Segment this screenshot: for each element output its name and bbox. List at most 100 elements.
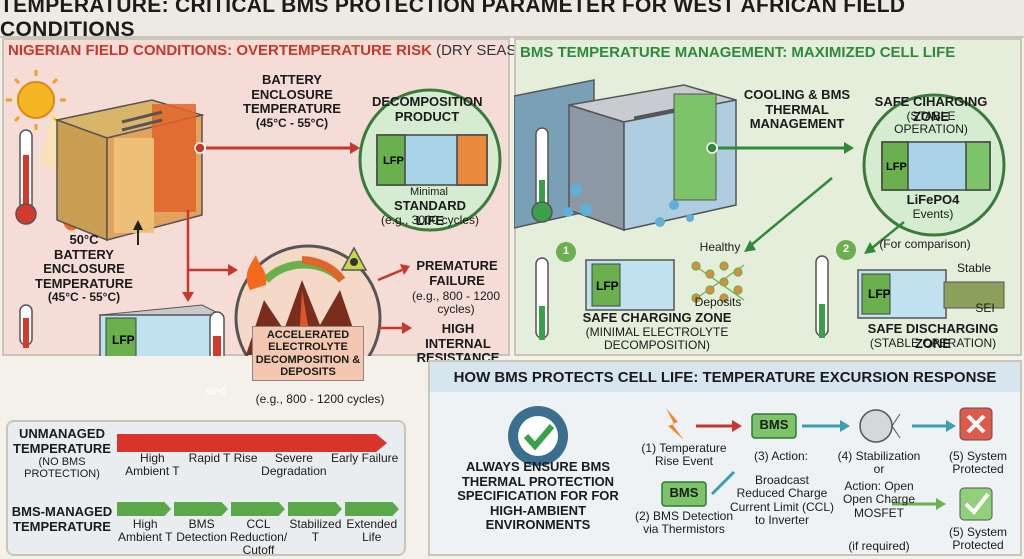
- managed-arrow: [174, 502, 228, 516]
- step4-label: (4) Stabilization or: [837, 449, 921, 477]
- enclosure-temp-text: BATTERY ENCLOSURE TEMPERATURE: [243, 72, 341, 117]
- left-panel-heading: NIGERIAN FIELD CONDITIONS: OVERTEMPERATU…: [8, 42, 544, 59]
- battery-enclosure-icon: [54, 99, 205, 242]
- thermometer-50c-label: 50°C: [205, 387, 227, 397]
- step-1-number: 1: [562, 245, 570, 257]
- minimal-label: Minimal: [410, 186, 448, 198]
- managed-arrow: [345, 502, 399, 516]
- step4-detail: Action: Open Open Charge MOSFET: [842, 479, 916, 520]
- charging-cell-label: LFP: [596, 279, 619, 293]
- decomposition-cell-icon: [358, 88, 502, 232]
- standard-life-label: STANDARD LIFE: [394, 198, 466, 228]
- unmanaged-sub: (No BMS Protection): [24, 456, 100, 481]
- enclosure-range-2: (45°C - 55°C): [47, 290, 121, 305]
- step5a-label: (5) System Protected: [948, 449, 1007, 477]
- safe-cell-label: LFP: [886, 161, 907, 173]
- lattice-icon: [691, 261, 745, 303]
- step1-label: (1) Temperature Rise Event: [641, 441, 727, 469]
- managed-title: BMS-MANAGED TEMPERATURE: [11, 504, 113, 534]
- managed-step: CCL Reduction/ Cutoff: [229, 517, 288, 558]
- minimal-decomposition-label: (MINIMAL ELECTROLYTE DECOMPOSITION): [585, 325, 729, 353]
- managed-arrow: [117, 502, 171, 516]
- step-1-badge: [556, 242, 576, 262]
- left-heading-text: NIGERIAN FIELD CONDITIONS: OVERTEMPERATU…: [8, 42, 432, 59]
- step-2-number: 2: [842, 243, 850, 255]
- decomp-cell-label: LFP: [383, 155, 404, 167]
- discharging-cell-label: LFP: [868, 287, 891, 301]
- right-panel-heading: BMS TEMPERATURE MANAGEMENT: MAXIMIZED CE…: [520, 44, 956, 61]
- response-flow-illustration: [508, 406, 993, 521]
- managed-arrow: [231, 502, 285, 516]
- safe-charging-zone-label: SAFE CHARGING ZONE: [582, 310, 732, 325]
- stable-operation-2-label: (STABLE OPERATION): [869, 336, 997, 350]
- stable-label: Stable: [956, 261, 992, 275]
- stable-operation-label: (STABLE OPERATION): [894, 109, 968, 137]
- hot-thermometer-icon: [15, 129, 37, 225]
- probe-point: [194, 142, 206, 154]
- decomposition-title: DECOMPOSITION PRODUCT: [372, 94, 483, 124]
- gear-check-icon: [508, 406, 568, 466]
- lightning-icon: [666, 408, 684, 440]
- managed-arrow: [288, 502, 342, 516]
- safe-charging-cell-icon: [862, 93, 1006, 237]
- unmanaged-title-text: UNMANAGED TEMPERATURE: [13, 426, 111, 456]
- mosfet-icon: [859, 409, 901, 443]
- cooled-enclosure-icon: [568, 84, 737, 232]
- step2-label: (2) BMS Detection via Thermistors: [634, 509, 734, 537]
- hazard-icon: [340, 246, 368, 271]
- discharging-cell-icon: [857, 269, 1005, 319]
- step3-label: (3) Action:: [753, 449, 809, 463]
- lifepo4-label: LiFePO4: [906, 192, 960, 207]
- bms-box-top: [751, 413, 797, 439]
- accelerated-cycles: (e.g., 800 - 1200 cycles): [255, 392, 385, 406]
- lower-cell-label: LFP: [112, 333, 135, 347]
- protected-check-icon: [959, 487, 993, 521]
- flame-2-icon: [246, 255, 267, 290]
- managed-steps: High Ambient T BMS Detection CCL Reducti…: [117, 517, 400, 558]
- bms-top-label: BMS: [759, 417, 789, 432]
- unmanaged-step: Early Failure: [330, 451, 399, 465]
- cooling-label: COOLING & BMS THERMAL MANAGEMENT: [743, 87, 851, 132]
- deposits-label: Deposits: [694, 295, 742, 309]
- safe-discharging-label: SAFE DISCHARGING ZONE: [867, 321, 999, 351]
- response-heading-bar: HOW BMS PROTECTS CELL LIFE: TEMPERATURE …: [430, 362, 1020, 392]
- step5b-label: (5) System Protected: [948, 525, 1007, 553]
- enclosure-temp-2: BATTERY ENCLOSURE TEMPERATURE: [35, 246, 133, 291]
- sun-icon: [6, 70, 66, 130]
- healthy-label: Healthy: [699, 240, 741, 254]
- bms-management-illustration: LFP LFP LFP: [514, 79, 1006, 340]
- enclosure-temp-label: BATTERY ENCLOSURE TEMPERATURE (45°C - 55…: [236, 72, 348, 130]
- unmanaged-title: UNMANAGED TEMPERATURE (No BMS Protection…: [10, 426, 114, 481]
- response-heading: HOW BMS PROTECTS CELL LIFE: TEMPERATURE …: [453, 368, 997, 386]
- bms-bottom-label: BMS: [669, 485, 699, 500]
- lfp-cell-icon: [98, 304, 224, 356]
- unmanaged-steps: High Ambient T Rapid T Rise Severe Degra…: [117, 451, 400, 492]
- bms-box-bottom: [661, 481, 707, 507]
- events-label: Events): [912, 207, 954, 221]
- enclosure-temp-range: (45°C - 55°C): [255, 115, 329, 130]
- temp-50-value: 50°C: [69, 232, 99, 247]
- unmanaged-step: Severe Degradation: [261, 451, 327, 479]
- always-ensure-label: ALWAYS ENSURE BMS THERMAL PROTECTION SPE…: [457, 459, 619, 533]
- cool-thermometer-icon: [531, 127, 553, 223]
- accelerated-decomposition-label: ACCELERATED ELECTROLYTE DECOMPOSITION & …: [252, 326, 364, 382]
- premature-failure-label: PREMATURE FAILURE: [416, 258, 498, 288]
- for-comparison-label: (For comparison): [879, 237, 971, 251]
- step3-detail: Broadcast Reduced Charge Current Limit (…: [730, 473, 835, 528]
- managed-step: Stabilized T: [289, 517, 342, 545]
- hot-thermometer-2-icon: [19, 304, 33, 348]
- managed-step: BMS Detection: [176, 517, 227, 545]
- managed-step: Extended Life: [346, 517, 398, 545]
- temp-50-label: 50°C BATTERY ENCLOSURE TEMPERATURE (45°C…: [14, 232, 154, 305]
- unmanaged-step: High Ambient T: [125, 451, 180, 479]
- water-droplets-icon: [563, 184, 694, 227]
- premature-cycles: (e.g., 800 - 1200 cycles): [411, 289, 501, 317]
- thermometer-3-icon: [535, 257, 549, 340]
- managed-bar: [117, 502, 399, 516]
- unmanaged-bar: [117, 434, 387, 452]
- safe-ciharging-label: SAFE CIHARGING ZONE: [874, 94, 988, 124]
- charging-cell-icon: [585, 259, 675, 311]
- managed-step: High Ambient T: [117, 517, 173, 545]
- step-2-badge: [836, 240, 856, 260]
- step4-note: (if required): [848, 539, 910, 553]
